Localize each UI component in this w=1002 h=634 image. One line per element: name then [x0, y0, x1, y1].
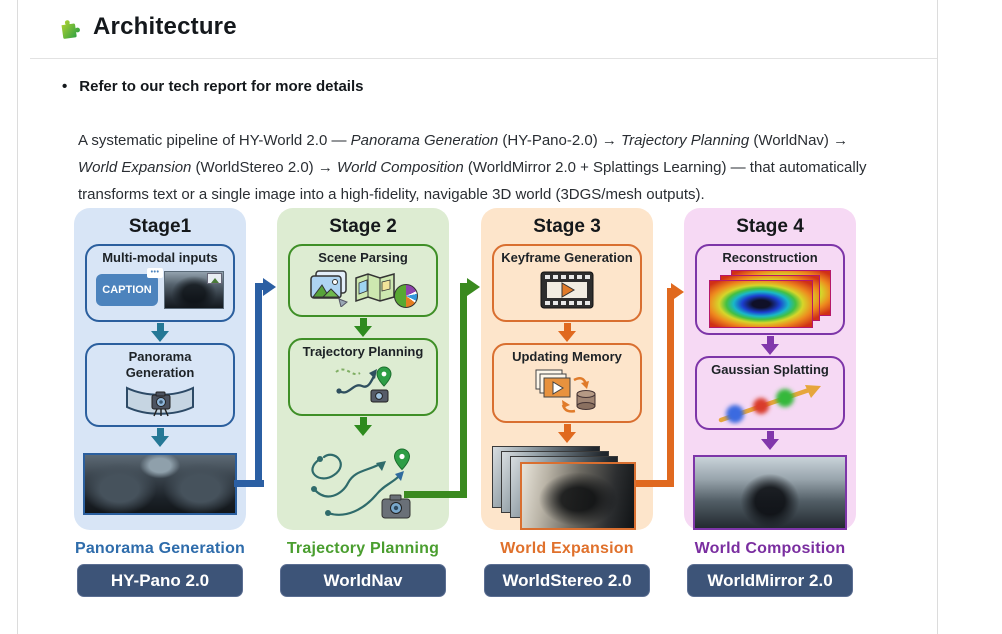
page-border-right [937, 0, 938, 634]
world-output-image [693, 454, 847, 530]
input-image-thumbnail [164, 271, 224, 309]
gaussian-splat-icon [711, 380, 829, 431]
paragraph-text: A systematic pipeline of HY-World 2.0 — [78, 132, 351, 149]
worldnav-button[interactable]: WorldNav [280, 564, 446, 597]
panorama-output-image [83, 453, 237, 515]
multi-modal-inputs-box: Multi-modal inputs CAPTION ••• [85, 244, 235, 322]
paragraph-text: (WorldStereo 2.0) → [191, 159, 337, 176]
depth-map-icon [709, 270, 831, 328]
stage-1-column: Stage1 Multi-modal inputs CAPTION ••• Pa… [74, 208, 246, 608]
map-icon [354, 271, 398, 310]
stage-2-label: Trajectory Planning [286, 540, 440, 557]
panorama-generation-box: Panorama Generation [85, 343, 235, 427]
scene-parsing-box: Scene Parsing [288, 244, 438, 317]
stage-3-label: World Expansion [500, 540, 634, 557]
down-arrow-icon [558, 323, 576, 343]
stage1-to-stage2-connector [234, 480, 264, 487]
hy-pano-button[interactable]: HY-Pano 2.0 [77, 564, 243, 597]
photo-icon [308, 269, 350, 312]
memory-database-icon [533, 367, 601, 420]
image-badge-icon [207, 273, 222, 284]
stage3-to-stage4-connector [667, 288, 674, 487]
stage1-to-stage2-connector [255, 283, 265, 290]
stage-3-column: Stage 3 Keyframe Generation [481, 208, 653, 608]
box-title: Panorama Generation [125, 349, 195, 380]
box-title: Trajectory Planning [302, 343, 424, 359]
stage2-to-stage3-connector [460, 283, 469, 290]
down-arrow-icon [761, 335, 779, 355]
keyframe-generation-box: Keyframe Generation [492, 244, 642, 323]
stage-4-card: Stage 4 Reconstruction Gaussian Splattin… [684, 208, 856, 530]
box-title: Scene Parsing [318, 250, 408, 265]
stage2-to-stage3-connector [460, 283, 467, 498]
stage-1-label: Panorama Generation [74, 540, 246, 557]
right-arrowhead-icon [263, 278, 276, 296]
down-arrow-icon [558, 424, 576, 444]
stage2-to-stage3-connector [404, 491, 466, 498]
box-title: Gaussian Splatting [711, 361, 829, 377]
paragraph-text: (HY-Pano-2.0) → [498, 132, 622, 149]
pie-chart-icon [394, 283, 418, 308]
paragraph-italic: Panorama Generation [350, 132, 499, 149]
stage3-to-stage4-connector [667, 288, 673, 295]
trajectory-output-graphic [298, 437, 428, 530]
caption-chip: CAPTION ••• [96, 268, 163, 306]
worldstereo-button[interactable]: WorldStereo 2.0 [484, 564, 650, 597]
intro-paragraph: A systematic pipeline of HY-World 2.0 — … [78, 127, 878, 208]
box-title: Keyframe Generation [501, 250, 633, 265]
trajectory-icon [332, 360, 394, 409]
page-border-left [17, 0, 18, 634]
trajectory-planning-box: Trajectory Planning [288, 337, 438, 416]
stage3-to-stage4-connector [636, 480, 674, 487]
down-arrow-icon [354, 417, 372, 436]
stage-3-title: Stage 3 [533, 216, 601, 237]
stage-2-title: Stage 2 [329, 216, 397, 237]
film-strip-icon [540, 270, 594, 315]
stage1-to-stage2-connector [255, 283, 262, 487]
page-title: Architecture [93, 13, 237, 40]
section-header: Architecture [56, 13, 237, 41]
puzzle-icon [56, 14, 83, 41]
updating-memory-box: Updating Memory [492, 343, 642, 424]
right-arrowhead-icon [467, 278, 480, 296]
down-arrow-icon [151, 428, 169, 447]
box-title: Updating Memory [512, 349, 622, 365]
architecture-diagram: Stage1 Multi-modal inputs CAPTION ••• Pa… [74, 208, 944, 608]
keyframe-stack-images [492, 446, 642, 531]
speech-dots-icon: ••• [147, 268, 163, 278]
stage-1-card: Stage1 Multi-modal inputs CAPTION ••• Pa… [74, 208, 246, 530]
stage-3-card: Stage 3 Keyframe Generation [481, 208, 653, 531]
panorama-camera-icon [124, 382, 196, 429]
stage-4-column: Stage 4 Reconstruction Gaussian Splattin… [684, 208, 856, 608]
right-arrowhead-icon [671, 283, 684, 301]
paragraph-italic: World Expansion [78, 159, 192, 176]
paragraph-italic: World Composition [337, 159, 464, 176]
stage-4-title: Stage 4 [736, 216, 804, 237]
paragraph-text: (WorldMirror 2.0 + Splattings Learning) … [78, 159, 867, 203]
caption-chip-label: CAPTION [102, 284, 152, 296]
down-arrow-icon [151, 323, 169, 342]
bullet-item: Refer to our tech report for more detail… [62, 78, 363, 95]
reconstruction-box: Reconstruction [695, 244, 845, 335]
stage-2-card: Stage 2 Scene Parsing [277, 208, 449, 530]
stage-4-label: World Composition [694, 540, 846, 557]
stage-1-title: Stage1 [128, 216, 192, 237]
paragraph-text: (WorldNav) → [749, 132, 849, 149]
down-arrow-icon [354, 317, 372, 337]
paragraph-italic: Trajectory Planning [621, 132, 750, 149]
down-arrow-icon [761, 430, 779, 450]
worldmirror-button[interactable]: WorldMirror 2.0 [687, 564, 853, 597]
box-title: Multi-modal inputs [102, 250, 218, 265]
box-title: Reconstruction [722, 250, 818, 265]
gaussian-splatting-box: Gaussian Splatting [695, 355, 845, 431]
header-divider [30, 58, 937, 59]
stage-2-column: Stage 2 Scene Parsing [277, 208, 449, 608]
